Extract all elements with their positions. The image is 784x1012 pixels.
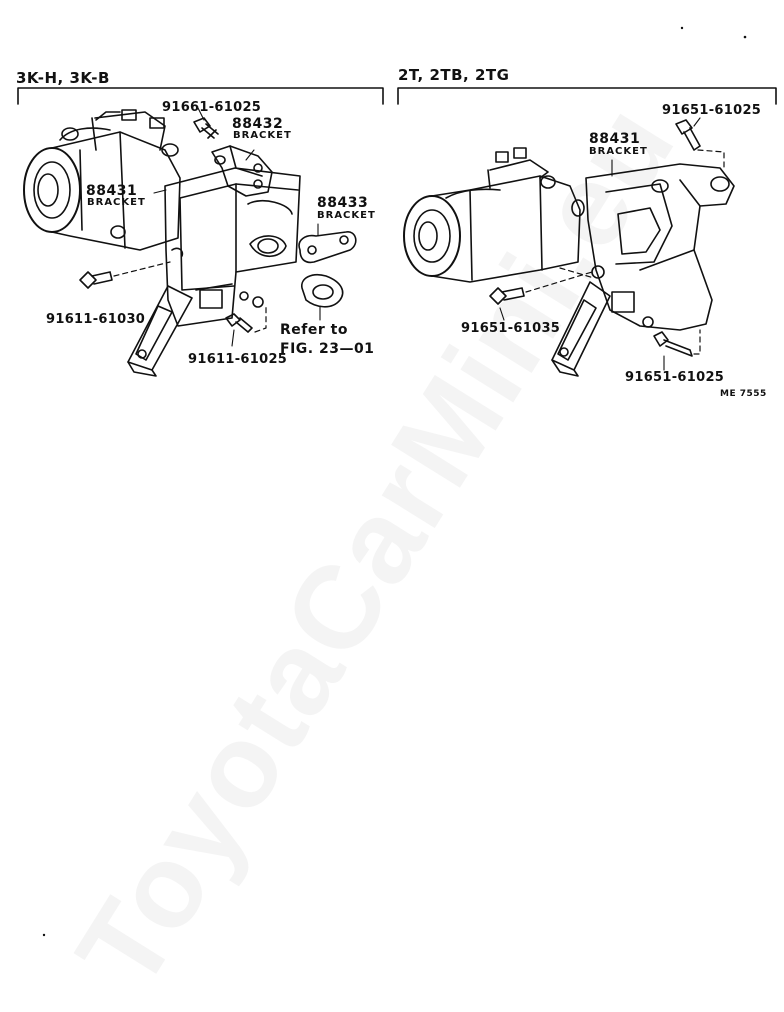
left-bolt-top-shape	[193, 117, 219, 139]
right-bolt-left-shape	[489, 287, 525, 305]
left-label-88431-name: BRACKET	[87, 197, 146, 208]
left-label-88433-name: BRACKET	[317, 210, 376, 221]
left-label-bolt-bottom: 91611-61025	[188, 352, 288, 367]
right-bolt-top-shape	[675, 119, 701, 151]
right-adjust-bracket	[551, 281, 611, 377]
left-label-88432-name: BRACKET	[233, 130, 292, 141]
left-group-bracket-line	[17, 87, 384, 105]
parts-diagram	[17, 26, 777, 937]
left-label-bolt-top: 91661-61025	[162, 100, 262, 115]
left-bracket-88432	[211, 145, 273, 197]
right-label-88431-name: BRACKET	[589, 146, 648, 157]
right-bracket-88431	[585, 163, 735, 331]
figure-code: ME 7555	[720, 389, 767, 399]
left-adjust-bracket	[127, 285, 193, 377]
right-label-bolt-bottom: 91651-61025	[625, 370, 725, 385]
left-compressor	[23, 109, 181, 251]
left-label-bolt-left: 91611-61030	[46, 312, 146, 327]
left-bolt-left-shape	[79, 271, 113, 289]
left-refer-line1: Refer to	[280, 322, 348, 338]
right-group-header: 2T, 2TB, 2TG	[398, 66, 510, 84]
left-label-88431-number: 88431	[86, 183, 138, 199]
left-bracket-88431	[164, 167, 301, 327]
right-label-bolt-left: 91651-61035	[461, 321, 561, 336]
right-label-bolt-top: 91651-61025	[662, 103, 762, 118]
left-gasket	[301, 273, 344, 308]
left-group-header: 3K-H, 3K-B	[16, 69, 110, 87]
left-bolt-bottom-shape	[225, 313, 253, 333]
left-label-88433-number: 88433	[317, 195, 369, 211]
left-bracket-88433	[298, 231, 357, 264]
right-group-bracket-line	[397, 87, 777, 105]
right-bolt-bottom-shape	[653, 331, 693, 357]
left-label-88432-number: 88432	[232, 116, 284, 132]
right-compressor	[403, 147, 585, 283]
left-refer-line2: FIG. 23—01	[280, 341, 375, 357]
right-label-88431-number: 88431	[589, 131, 641, 147]
